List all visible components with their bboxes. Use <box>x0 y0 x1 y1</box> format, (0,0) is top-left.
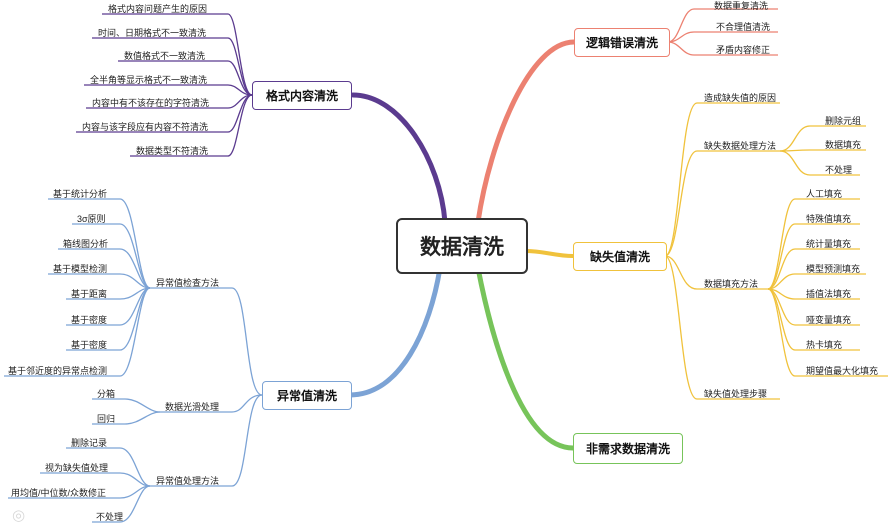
branch-missing-connector <box>523 249 575 258</box>
watermark-icon: ◎ <box>12 507 26 524</box>
branch-format: 格式内容清洗 <box>252 81 352 110</box>
missing-steps: 缺失值处理步骤 <box>704 389 768 399</box>
missing-method-item: 删除元组 <box>825 116 862 126</box>
missing-fill-item: 插值法填充 <box>806 289 852 299</box>
outlier-handle-item: 不处理 <box>96 512 124 522</box>
outlier-connectors <box>4 198 263 523</box>
branch-outlier: 异常值清洗 <box>262 381 352 410</box>
outlier-detect-item: 3σ原则 <box>77 214 106 224</box>
missing-fill-group: 数据填充方法 <box>704 279 759 289</box>
outlier-detect-item: 基于距离 <box>71 289 108 299</box>
missing-fill-item: 期望值最大化填充 <box>806 366 879 376</box>
missing-cause: 造成缺失值的原因 <box>704 93 777 103</box>
branch-logic: 逻辑错误清洗 <box>574 28 670 57</box>
format-item: 内容与该字段应有内容不符清洗 <box>82 122 209 132</box>
branch-nonreq: 非需求数据清洗 <box>573 433 683 464</box>
missing-method-group: 缺失数据处理方法 <box>704 141 777 151</box>
missing-fill-item: 特殊值填充 <box>806 214 852 224</box>
branch-logic-connector <box>475 39 577 225</box>
missing-fill-item: 模型预测填充 <box>806 264 861 274</box>
missing-method-item: 数据填充 <box>825 140 862 150</box>
watermark-logo: ◎ <box>12 506 25 524</box>
outlier-detect-item: 基于密度 <box>71 340 108 350</box>
outlier-handle-item: 视为缺失值处理 <box>45 463 109 473</box>
format-item: 格式内容问题产生的原因 <box>108 4 208 14</box>
format-item: 全半角等显示格式不一致清洗 <box>90 75 208 85</box>
missing-fill-item: 哑变量填充 <box>806 315 852 325</box>
missing-fill-item: 热卡填充 <box>806 340 843 350</box>
missing-method-item: 不处理 <box>825 165 853 175</box>
logic-item: 矛盾内容修正 <box>716 45 771 55</box>
outlier-detect-item: 基于统计分析 <box>53 189 108 199</box>
outlier-detect-group: 异常值检查方法 <box>156 278 220 288</box>
outlier-handle-group: 异常值处理方法 <box>156 476 220 486</box>
missing-fill-item: 统计量填充 <box>806 239 852 249</box>
format-item: 数据类型不符清洗 <box>136 146 209 156</box>
outlier-detect-item: 基于密度 <box>71 315 108 325</box>
outlier-smooth-group: 数据光滑处理 <box>165 402 220 412</box>
missing-fill-item: 人工填充 <box>806 189 843 199</box>
branch-outlier-connector <box>347 265 443 398</box>
outlier-smooth-item: 回归 <box>97 414 116 424</box>
format-item: 内容中有不该存在的字符清洗 <box>92 98 210 108</box>
branch-format-connector <box>350 92 448 225</box>
outlier-handle-item: 用均值/中位数/众数修正 <box>11 488 107 498</box>
format-item: 时间、日期格式不一致清洗 <box>98 28 207 38</box>
center-node: 数据清洗 <box>396 218 528 274</box>
outlier-detect-item: 基于模型检测 <box>53 264 108 274</box>
outlier-handle-item: 删除记录 <box>71 438 108 448</box>
format-leaf-connectors <box>76 13 253 157</box>
logic-leaf-connectors <box>667 8 778 56</box>
outlier-detect-item: 基于邻近度的异常点检测 <box>8 366 108 376</box>
branch-nonreq-connector <box>475 265 576 451</box>
outlier-smooth-item: 分箱 <box>97 389 116 399</box>
outlier-detect-item: 箱线图分析 <box>63 239 109 249</box>
branch-missing: 缺失值清洗 <box>573 242 667 271</box>
logic-item: 不合理值清洗 <box>716 22 771 32</box>
logic-item: 数据重复清洗 <box>714 1 769 11</box>
format-item: 数值格式不一致清洗 <box>124 51 206 61</box>
missing-connectors <box>664 102 888 400</box>
